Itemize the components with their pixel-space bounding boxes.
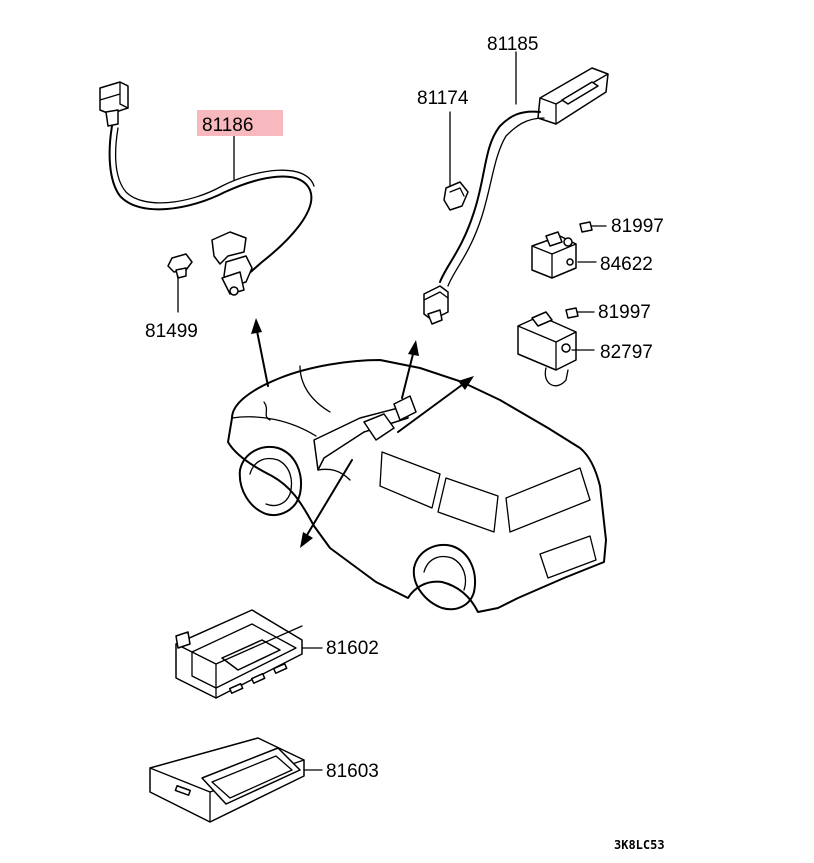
label-81499[interactable]: 81499 (145, 321, 198, 342)
label-81997-upper[interactable]: 81997 (611, 216, 664, 237)
label-81603[interactable]: 81603 (326, 761, 379, 782)
part-81174-clip (443, 111, 469, 211)
vehicle-outline (227, 359, 607, 613)
part-81603-panel (149, 737, 323, 823)
label-81186[interactable]: 81186 (202, 115, 253, 136)
part-81499-bulb (167, 253, 193, 313)
label-84622[interactable]: 84622 (600, 254, 653, 275)
part-81186-harness (99, 81, 315, 296)
label-81174[interactable]: 81174 (417, 88, 469, 109)
callout-arrows (251, 318, 474, 548)
label-81997-lower[interactable]: 81997 (598, 302, 651, 323)
leader-lines (233, 51, 517, 181)
part-82797-module (517, 307, 595, 387)
label-81185[interactable]: 81185 (487, 34, 538, 55)
part-84622-module (531, 221, 607, 279)
drawing-code: 3K8LC53 (614, 838, 665, 852)
highlight-81186 (197, 110, 283, 136)
label-82797[interactable]: 82797 (600, 342, 653, 363)
part-81602-cluster (175, 609, 323, 699)
part-81185-lamp (423, 67, 609, 325)
labels: 81186 81499 81174 81185 81997 84622 8199… (145, 34, 665, 852)
label-81602[interactable]: 81602 (326, 638, 379, 659)
